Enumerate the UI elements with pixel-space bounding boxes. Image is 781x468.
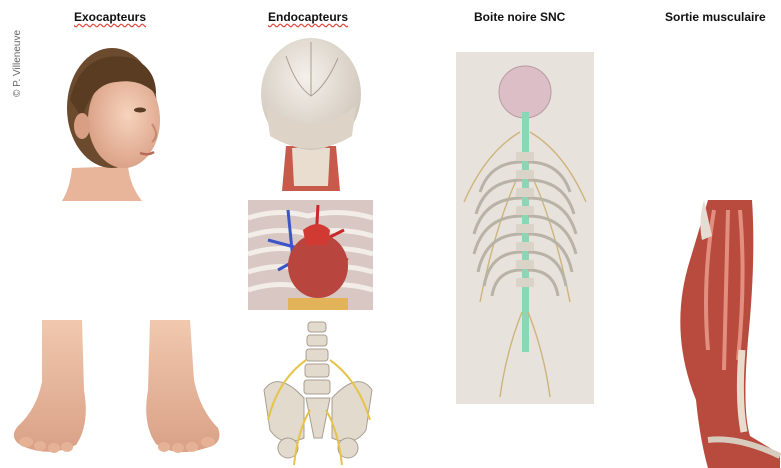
nervous-system-illustration — [456, 52, 594, 404]
photo-credit: © P. Villeneuve — [12, 30, 23, 97]
thorax-heart-illustration — [248, 200, 373, 310]
pelvis-spine-illustration — [258, 320, 378, 465]
heading-endocapteurs: Endocapteurs — [268, 10, 348, 24]
heading-exocapteurs: Exocapteurs — [74, 10, 146, 24]
heading-boite-noire-snc: Boite noire SNC — [474, 10, 565, 24]
heading-sortie-musculaire: Sortie musculaire — [665, 10, 766, 24]
leg-muscles-illustration — [668, 200, 781, 468]
head-illustration — [52, 38, 172, 203]
skull-illustration — [256, 36, 366, 191]
feet-illustration — [10, 320, 225, 460]
